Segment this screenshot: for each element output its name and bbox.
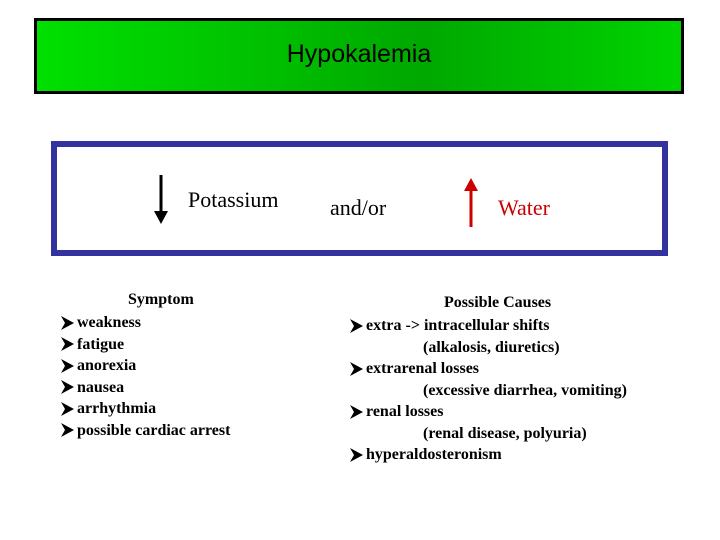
water-label: Water xyxy=(498,195,550,220)
cause-item: hyperaldosteronism xyxy=(349,444,627,466)
causes-header: Possible Causes xyxy=(444,294,552,311)
arrowhead-bullet-icon xyxy=(350,404,363,419)
arrowhead-bullet-icon xyxy=(61,401,74,416)
cause-item: extrarenal losses xyxy=(349,358,627,380)
arrowhead-bullet-icon xyxy=(61,380,74,395)
arrowhead-bullet-icon xyxy=(350,447,363,462)
arrowhead-bullet-icon xyxy=(350,318,363,333)
up-arrow-icon xyxy=(464,178,478,227)
symptom-list: weakness fatigue anorexia nausea arrhythmia p… xyxy=(60,312,230,441)
symptom-item-label: nausea xyxy=(77,378,125,396)
arrowhead-bullet-icon xyxy=(61,315,74,330)
symptom-item: arrhythmia xyxy=(60,398,230,420)
arrowhead-bullet-icon xyxy=(61,358,74,373)
cause-item-label: hyperaldosteronism xyxy=(366,446,502,463)
cause-detail-label: (renal disease, polyuria) xyxy=(423,424,587,442)
cause-detail: (renal disease, polyuria) xyxy=(349,423,627,445)
cause-item-label: renal losses xyxy=(366,403,444,420)
formula-box: Potassium and/or Water xyxy=(51,141,668,256)
page-title: Hypokalemia xyxy=(286,39,432,68)
symptom-item-label: arrhythmia xyxy=(77,400,157,417)
symptom-header: Symptom xyxy=(128,291,194,308)
symptom-item-label: possible cardiac arrest xyxy=(77,421,231,439)
arrowhead-bullet-icon xyxy=(61,423,74,438)
title-banner: Hypokalemia xyxy=(34,18,684,94)
symptom-item: anorexia xyxy=(60,355,230,377)
causes-list: extra -> intracellular shifts (alkalosis,… xyxy=(349,315,627,466)
arrowhead-bullet-icon xyxy=(350,361,363,376)
symptom-item: weakness xyxy=(60,312,230,334)
potassium-label: Potassium xyxy=(188,187,279,212)
down-arrow-icon xyxy=(154,175,168,224)
symptom-item-label: fatigue xyxy=(77,335,125,353)
cause-detail: (alkalosis, diuretics) xyxy=(349,337,627,359)
arrowhead-bullet-icon xyxy=(61,337,74,352)
symptom-item-label: anorexia xyxy=(77,357,137,374)
symptom-item: nausea xyxy=(60,377,230,399)
cause-item-label: extrarenal losses xyxy=(366,360,480,377)
and-or-label: and/or xyxy=(330,195,387,220)
cause-item: extra -> intracellular shifts xyxy=(349,315,627,337)
symptom-item-label: weakness xyxy=(77,314,142,331)
cause-detail-label: (alkalosis, diuretics) xyxy=(423,338,560,356)
cause-detail-label: (excessive diarrhea, vomiting) xyxy=(423,381,627,399)
symptom-item: possible cardiac arrest xyxy=(60,420,230,442)
cause-item-label: extra -> intracellular shifts xyxy=(366,317,550,334)
symptom-item: fatigue xyxy=(60,334,230,356)
cause-detail: (excessive diarrhea, vomiting) xyxy=(349,380,627,402)
cause-item: renal losses xyxy=(349,401,627,423)
